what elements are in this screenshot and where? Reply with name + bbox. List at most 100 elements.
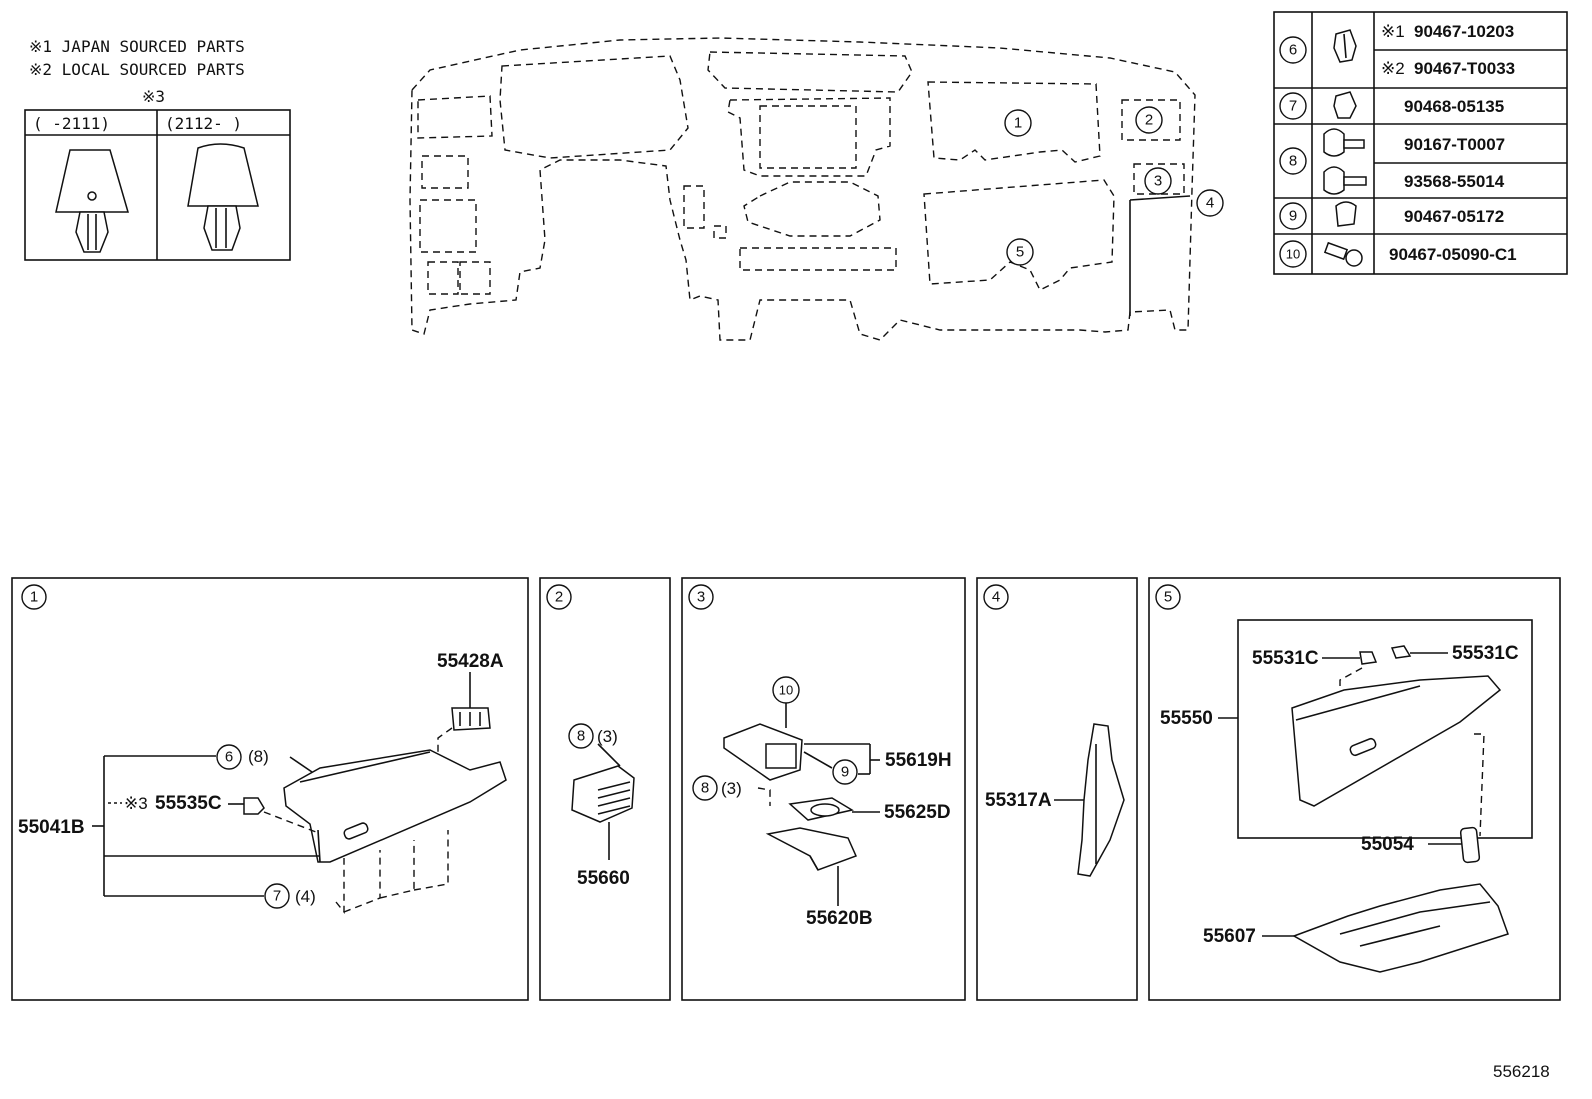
svg-text:6: 6 [225,749,233,766]
damper-icon [1459,826,1481,864]
svg-text:8: 8 [701,780,709,797]
overview-callout-5: 5 [1006,238,1034,266]
callout-9: 9 [832,759,858,785]
part-55619H-label: 55619H [885,750,952,771]
qty-8a: (3) [597,727,618,746]
latch-icon [451,707,491,731]
panel-2-ref: 2 [546,584,572,610]
bumper-icon [243,797,265,815]
part-55607-label: 55607 [1203,926,1256,947]
note-japan-sourced: ※1 JAPAN SOURCED PARTS [29,37,245,56]
screw-icon [1323,128,1365,157]
table-mark-2: ※2 [1381,59,1405,78]
table-ref-6: 6 [1279,36,1307,64]
clip-icon [1333,29,1357,63]
svg-text:8: 8 [1289,153,1297,170]
svg-text:2: 2 [555,589,563,606]
part-55054-label: 55054 [1361,834,1414,855]
svg-text:10: 10 [1286,247,1300,262]
svg-text:5: 5 [1016,244,1024,261]
overview-callout-2: 2 [1135,106,1163,134]
glove-box-door-icon [283,749,507,863]
note-mark-3: ※3 [142,87,165,106]
overview-callout-1: 1 [1004,109,1032,137]
panel-5-ref: 5 [1155,584,1181,610]
table-part-90167-T0007: 90167-T0007 [1404,135,1505,154]
part-55531C-left-label: 55531C [1252,648,1319,669]
panel-1-ref: 1 [21,584,47,610]
part-55041B-label: 55041B [18,817,85,838]
table-part-90467-05090-C1: 90467-05090-C1 [1389,245,1517,264]
callout-7: 7 [264,883,290,909]
clip-icon [1335,201,1357,227]
svg-text:1: 1 [1014,115,1022,132]
part-55550-label: 55550 [1160,708,1213,729]
svg-text:3: 3 [1154,173,1162,190]
table-ref-8: 8 [1279,147,1307,175]
panel-4-ref: 4 [983,584,1009,610]
overview-callout-3: 3 [1144,167,1172,195]
cup-holder-frame-icon [723,723,803,781]
svg-text:7: 7 [1289,98,1297,115]
svg-text:8: 8 [577,728,585,745]
panel-4: 4 55317A [976,577,1138,1001]
panel-3-ref: 3 [688,584,714,610]
bumper-icon [1359,651,1378,665]
table-ref-7: 7 [1279,92,1307,120]
glove-box-icon [1291,675,1502,807]
variant-left-range: ( -2111) [33,114,110,133]
svg-text:3: 3 [697,589,705,606]
vent-icon [571,765,635,823]
bumper-icon [1390,645,1412,659]
table-part-93568-55014: 93568-55014 [1404,172,1505,191]
svg-text:2: 2 [1145,112,1153,129]
svg-text:7: 7 [273,888,281,905]
clip-icon [1333,91,1357,119]
callout-10: 10 [772,676,800,704]
table-mark-1: ※1 [1381,22,1405,41]
part-55317A-label: 55317A [985,790,1052,811]
screw-icon [1323,166,1367,195]
part-55428A-label: 55428A [437,651,504,672]
notes-legend: ※1 JAPAN SOURCED PARTS ※2 LOCAL SOURCED … [24,37,291,261]
part-55535C-label: 55535C [155,793,222,814]
callout-6: 6 [216,744,242,770]
qty-8b: (3) [721,779,742,798]
overview-callout-4: 4 [1196,189,1224,217]
svg-text:9: 9 [1289,208,1297,225]
svg-text:9: 9 [841,764,849,781]
cup-holder-icon [788,797,854,821]
svg-text:5: 5 [1164,589,1172,606]
table-part-90467-05172: 90467-05172 [1404,207,1504,226]
callout-8b: 8 [692,775,718,801]
dashboard-overview [409,37,1196,341]
qty-7: (4) [295,887,316,906]
part-55625D-label: 55625D [884,802,951,823]
svg-text:6: 6 [1289,42,1297,59]
part-55660-label: 55660 [577,868,630,889]
rivet-icon [1323,241,1363,267]
panel-1: 1 55428A 55041B ※3 55535C 6 (8) 7 (4) [11,577,529,1001]
svg-text:4: 4 [992,589,1000,606]
table-part-90468-05135: 90468-05135 [1404,97,1504,116]
panel-2: 2 8 (3) 55660 [539,577,671,1001]
table-part-90467-10203: 90467-10203 [1414,22,1514,41]
note-local-sourced: ※2 LOCAL SOURCED PARTS [29,60,245,79]
note-mark-3-ref: ※3 [124,794,148,813]
variant-right-range: (2112- ) [165,114,242,133]
table-ref-9: 9 [1279,202,1307,230]
table-part-90467-T0033: 90467-T0033 [1414,59,1515,78]
side-panel-icon [1077,723,1125,877]
panel-3: 3 10 9 55619H 8 (3) 55625D 55620B [681,577,966,1001]
table-ref-10: 10 [1279,240,1307,268]
qty-6: (8) [248,747,269,766]
callout-8a: 8 [568,723,594,749]
part-55620B-label: 55620B [806,908,873,929]
parts-table: 6 7 8 9 10 ※1 90467-10203 ※2 90467-T0033… [1273,11,1568,275]
clip-variant-right-icon [187,143,259,251]
overview-callouts: 1 2 3 4 5 [1004,106,1224,266]
clip-variant-left-icon [55,149,129,253]
panel-5: 5 55531C 55531C 55550 55054 55607 [1148,577,1561,1001]
part-55531C-right-label: 55531C [1452,643,1519,664]
